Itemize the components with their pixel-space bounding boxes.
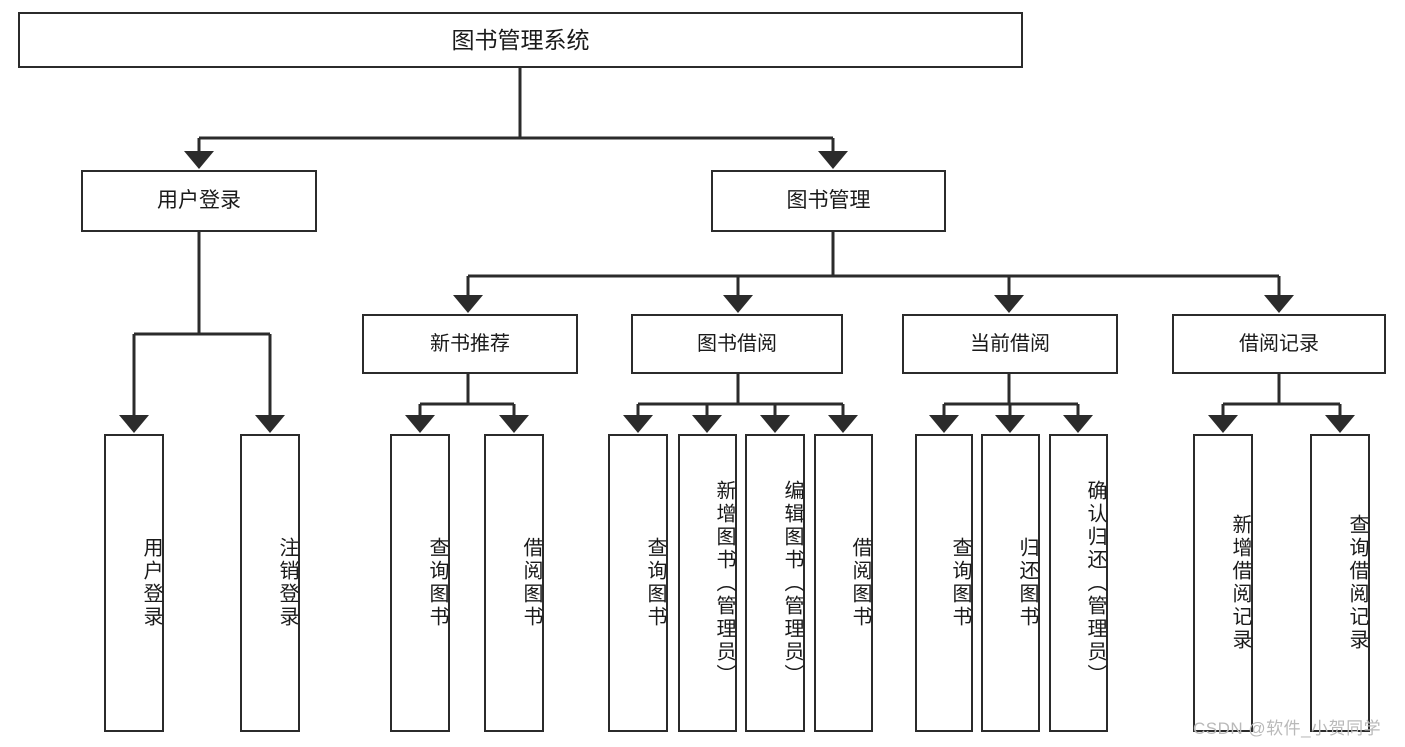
node-leaf-query-book-3[interactable]: 查询图书 <box>915 434 973 732</box>
node-system-title[interactable]: 图书管理系统 <box>18 12 1023 68</box>
node-leaf-query-book-1[interactable]: 查询图书 <box>390 434 450 732</box>
node-label: 当前借阅 <box>970 332 1050 355</box>
node-label: 查询图书 <box>644 537 666 629</box>
node-leaf-add-book-admin[interactable]: 新增图书（管理员） <box>678 434 737 732</box>
node-label: 归还图书 <box>1016 537 1038 629</box>
node-label: 用户登录 <box>140 537 162 629</box>
node-leaf-borrow-book-1[interactable]: 借阅图书 <box>484 434 544 732</box>
node-label: 图书管理系统 <box>451 26 590 53</box>
node-label: 借阅记录 <box>1239 332 1319 355</box>
node-leaf-logout-login[interactable]: 注销登录 <box>240 434 300 732</box>
node-current-borrow[interactable]: 当前借阅 <box>902 314 1118 374</box>
node-label: 借阅图书 <box>849 537 871 629</box>
node-label: 图书管理 <box>786 188 871 212</box>
node-leaf-confirm-return-admin[interactable]: 确认归还（管理员） <box>1049 434 1108 732</box>
node-label: 查询图书 <box>949 537 971 629</box>
node-leaf-edit-book-admin[interactable]: 编辑图书（管理员） <box>745 434 805 732</box>
node-leaf-return-book[interactable]: 归还图书 <box>981 434 1040 732</box>
node-label: 注销登录 <box>276 537 298 629</box>
node-label: 编辑图书（管理员） <box>781 479 803 687</box>
node-label: 借阅图书 <box>520 537 542 629</box>
node-label: 查询图书 <box>426 537 448 629</box>
node-leaf-borrow-book-2[interactable]: 借阅图书 <box>814 434 873 732</box>
csdn-watermark: CSDN @软件_小贺同学 <box>1193 719 1382 738</box>
node-leaf-add-borrow-record[interactable]: 新增借阅记录 <box>1193 434 1253 732</box>
node-label: 查询借阅记录 <box>1346 514 1368 652</box>
node-leaf-user-login[interactable]: 用户登录 <box>104 434 164 732</box>
node-label: 新书推荐 <box>430 332 510 355</box>
node-borrow-records[interactable]: 借阅记录 <box>1172 314 1386 374</box>
node-label: 新增借阅记录 <box>1229 514 1251 652</box>
node-label: 新增图书（管理员） <box>713 479 735 687</box>
node-leaf-query-borrow-record[interactable]: 查询借阅记录 <box>1310 434 1370 732</box>
node-leaf-query-book-2[interactable]: 查询图书 <box>608 434 668 732</box>
node-label: 确认归还（管理员） <box>1084 479 1106 687</box>
node-book-management[interactable]: 图书管理 <box>711 170 946 232</box>
node-book-borrow[interactable]: 图书借阅 <box>631 314 843 374</box>
node-new-book-recommend[interactable]: 新书推荐 <box>362 314 578 374</box>
node-user-login[interactable]: 用户登录 <box>81 170 317 232</box>
node-label: 用户登录 <box>157 188 241 212</box>
node-label: 图书借阅 <box>697 332 777 355</box>
